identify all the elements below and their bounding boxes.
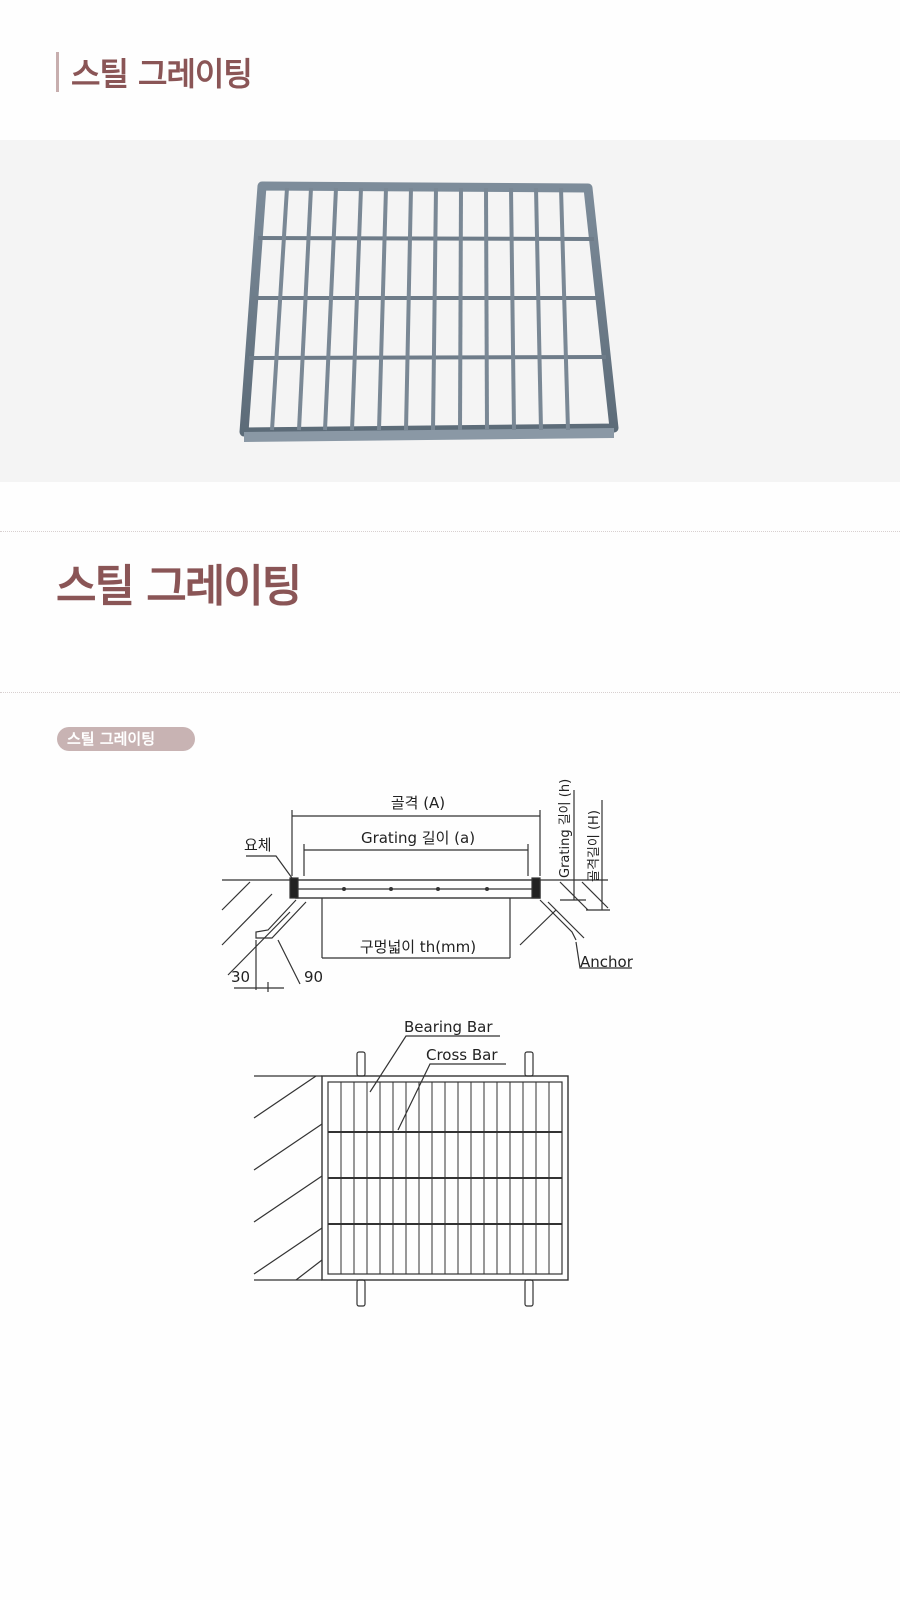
header-accent-bar — [56, 52, 59, 92]
frame-height-label: 골격길이 (H) — [587, 810, 602, 882]
grating-length-label: Grating 길이 (a) — [361, 829, 475, 847]
steel-grating-photo — [239, 181, 619, 442]
product-photo-band — [0, 140, 900, 482]
opening-width-label: 구멍넓이 th(mm) — [360, 938, 476, 956]
groove-label: 요체 — [244, 836, 272, 854]
header-title: 스틸 그레이팅 — [71, 55, 253, 93]
grating-technical-drawing: 골격 (A) Grating 길이 (a) 요체 구멍넓이 th(mm) Anc… — [221, 779, 634, 1307]
section-tag-badge: 스틸 그레이팅 — [57, 727, 195, 751]
header-title-block: 스틸 그레이팅 — [56, 52, 253, 93]
grating-height-label: Grating 길이 (h) — [558, 779, 573, 878]
cross-bar-label: Cross Bar — [426, 1046, 498, 1064]
anchor-label: Anchor — [580, 953, 634, 971]
frame-width-label: 골격 (A) — [391, 794, 445, 812]
section-title: 스틸 그레이팅 — [56, 561, 302, 612]
section-divider — [0, 531, 900, 532]
dimension-90-label: 90 — [304, 968, 323, 986]
bearing-bar-label: Bearing Bar — [404, 1018, 493, 1036]
dimension-30-label: 30 — [231, 968, 250, 986]
section-divider — [0, 692, 900, 693]
